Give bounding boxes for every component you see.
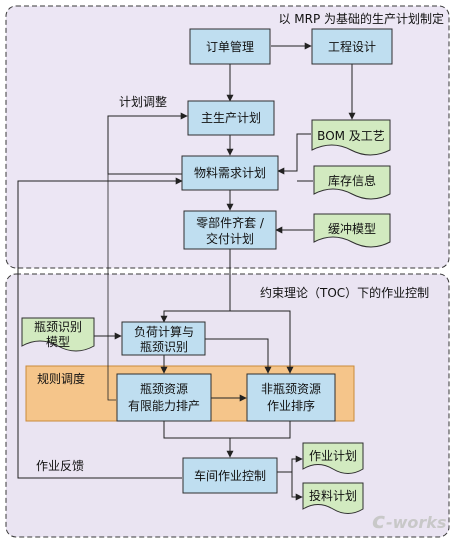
nonbottleneck-sequencing-label-2: 作业排序 <box>267 398 315 413</box>
process-boxes: 订单管理 工程设计 主生产计划 物料需求计划 零部件齐套 / 交付计划 负荷计算… <box>116 28 393 494</box>
load-calc-box: 负荷计算与 瓶颈识别 <box>121 321 206 356</box>
order-management-label: 订单管理 <box>206 39 254 54</box>
top-region <box>5 5 450 269</box>
job-plan-doc-label: 作业计划 <box>309 449 357 463</box>
bottleneck-model-doc-label-1: 瓶颈识别 <box>34 320 82 334</box>
watermark-c: c <box>372 509 385 534</box>
nonbottleneck-sequencing-label-1: 非瓶颈资源 <box>261 382 321 396</box>
job-feedback-label: 作业反馈 <box>36 459 84 473</box>
buffer-model-doc: 缓冲模型 <box>313 213 391 248</box>
parts-delivery-label-2: 交付计划 <box>206 231 254 246</box>
document-shapes: BOM 及工艺 库存信息 缓冲模型 瓶颈识别 模型 作业计划 投料计划 <box>21 119 391 514</box>
parts-delivery-box: 零部件齐套 / 交付计划 <box>183 210 277 250</box>
bottleneck-scheduling-label-2: 有限能力排产 <box>128 399 200 413</box>
engineering-design-label: 工程设计 <box>328 39 376 54</box>
bom-doc: BOM 及工艺 <box>311 119 391 156</box>
mrp-label: 物料需求计划 <box>194 166 266 180</box>
watermark-rest: -works <box>386 513 446 532</box>
bottleneck-model-doc-label-2: 模型 <box>46 335 70 349</box>
shop-floor-control-label: 车间作业控制 <box>194 468 266 483</box>
load-calc-label-2: 瓶颈识别 <box>140 340 188 354</box>
inventory-doc: 库存信息 <box>313 165 391 200</box>
nonbottleneck-sequencing-box: 非瓶颈资源 作业排序 <box>246 373 336 422</box>
bottleneck-scheduling-box: 瓶颈资源 有限能力排产 <box>116 373 212 422</box>
bom-doc-label: BOM 及工艺 <box>317 129 385 143</box>
eworks-watermark-logo: c -works <box>372 509 446 534</box>
feed-plan-doc: 投料计划 <box>302 482 364 514</box>
engineering-design-box: 工程设计 <box>311 28 393 65</box>
master-plan-box: 主生产计划 <box>187 100 275 136</box>
mrp-box: 物料需求计划 <box>181 155 279 191</box>
bottom-region-title: 约束理论（TOC）下的作业控制 <box>260 285 429 300</box>
buffer-model-doc-label: 缓冲模型 <box>328 221 376 236</box>
order-management-box: 订单管理 <box>189 28 271 65</box>
bottleneck-model-doc: 瓶颈识别 模型 <box>21 317 95 352</box>
job-plan-doc: 作业计划 <box>302 442 364 474</box>
connectors <box>17 42 356 501</box>
rule-schedule-label: 规则调度 <box>37 371 85 386</box>
inventory-doc-label: 库存信息 <box>328 173 376 188</box>
master-plan-label: 主生产计划 <box>201 111 261 125</box>
bottleneck-scheduling-label-1: 瓶颈资源 <box>140 382 188 396</box>
feed-plan-doc-label: 投料计划 <box>309 488 357 503</box>
shop-floor-control-box: 车间作业控制 <box>182 457 278 494</box>
parts-delivery-label-1: 零部件齐套 / <box>196 215 265 230</box>
plan-adjust-label: 计划调整 <box>119 94 167 109</box>
top-region-title: 以 MRP 为基础的生产计划制定 <box>278 11 444 26</box>
load-calc-label-1: 负荷计算与 <box>134 324 194 339</box>
